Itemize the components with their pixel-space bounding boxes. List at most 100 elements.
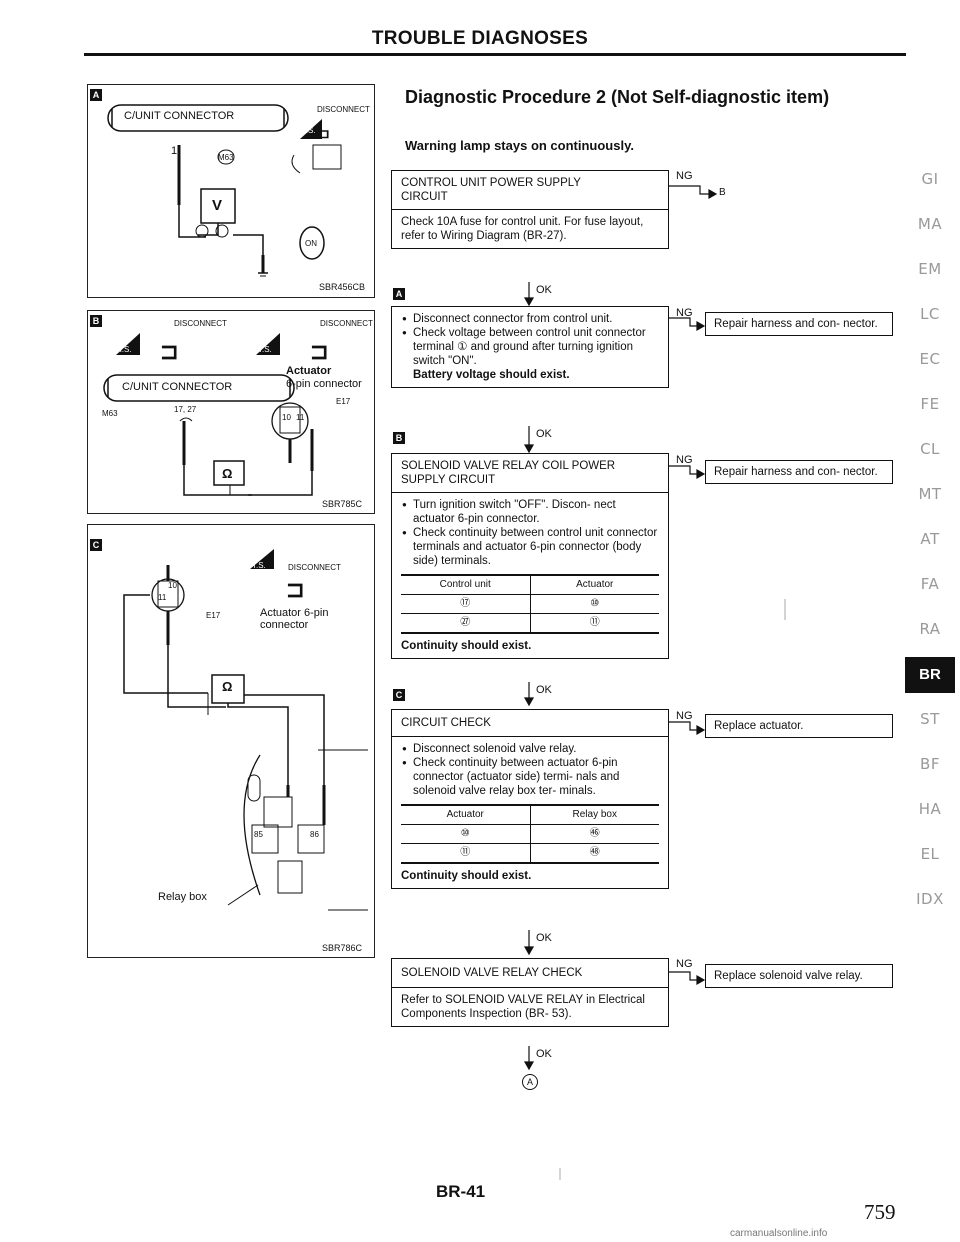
figure-a-code: SBR456CB <box>319 282 366 292</box>
figure-b-letter: B <box>90 315 102 327</box>
connector-icon: ⊐ <box>160 339 179 364</box>
figure-c-tool: T.S. <box>252 561 266 570</box>
page-number: 759 <box>864 1200 896 1224</box>
figure-a-terminal: 1 <box>171 145 178 157</box>
figure-b-pin-1: 10 <box>282 413 291 422</box>
section-tab-gi[interactable]: GI <box>921 170 939 188</box>
section-tab-mt[interactable]: MT <box>918 485 942 503</box>
section-tab-br[interactable]: BR <box>905 657 955 693</box>
section-tab-fa[interactable]: FA <box>920 575 940 593</box>
step-voltage-check: Disconnect connector from control unit. … <box>391 306 669 388</box>
step-power-supply-body: Check 10A fuse for control unit. For fus… <box>392 209 668 248</box>
section-tab-cl[interactable]: CL <box>920 440 940 458</box>
table-cell: ⑰ <box>401 594 531 614</box>
table-header: Actuator <box>530 575 659 595</box>
ng-result-3: Repair harness and con- nector. <box>705 460 893 484</box>
figure-b-terminals: 17, 27 <box>174 405 197 414</box>
step-letter-b: B <box>393 432 405 444</box>
section-tab-idx[interactable]: IDX <box>916 890 944 908</box>
figure-b-tool-1: H.S. <box>116 345 132 354</box>
section-tab-ec[interactable]: EC <box>919 350 941 368</box>
figure-c-pin-1: 10 <box>168 581 177 590</box>
ng-label-5: NG <box>676 958 693 970</box>
section-tab-fe[interactable]: FE <box>920 395 940 413</box>
section-tab-em[interactable]: EM <box>918 260 942 278</box>
table-header: Actuator <box>401 805 531 825</box>
table-header: Control unit <box>401 575 531 595</box>
step2-bullet-2: Check voltage between control unit conne… <box>402 326 659 368</box>
step3-note: Continuity should exist. <box>401 640 532 652</box>
figure-c-actuator-label-2: connector <box>260 619 309 631</box>
step-circuit-check: CIRCUIT CHECK Disconnect solenoid valve … <box>391 709 669 889</box>
figure-c: C 10 11 DISCONNECT T.S. ⊐ E17 Actuator 6… <box>87 524 375 958</box>
procedure-title: Diagnostic Procedure 2 (Not Self-diagnos… <box>405 87 830 107</box>
figure-a-letter: A <box>90 89 102 101</box>
figure-c-relay-box: Relay box <box>158 891 207 903</box>
figure-a-ignition: ON <box>305 239 317 248</box>
section-tab-ma[interactable]: MA <box>917 215 943 233</box>
section-tab-el[interactable]: EL <box>920 845 940 863</box>
figure-a-connector-id: M63 <box>218 153 234 162</box>
figure-c-relay-85: 85 <box>254 830 263 839</box>
table-cell: ⑪ <box>401 843 531 863</box>
ng-label-3: NG <box>676 454 693 466</box>
figure-b-pin-2: 11 <box>296 413 305 422</box>
section-tab-st[interactable]: ST <box>920 710 940 728</box>
step2-note: Battery voltage should exist. <box>413 369 570 381</box>
figure-c-disconnect: DISCONNECT <box>288 563 341 572</box>
section-tab-lc[interactable]: LC <box>920 305 940 323</box>
figure-c-actuator-label: Actuator 6-pin <box>260 607 329 619</box>
step2-bullet-1: Disconnect connector from control unit. <box>402 312 659 326</box>
figure-b-actuator: Actuator <box>286 365 332 377</box>
table-cell: ㊽ <box>589 847 600 858</box>
step4-header: CIRCUIT CHECK <box>401 717 491 729</box>
ok-label-2: OK <box>536 428 552 440</box>
figure-b-meter: Ω <box>222 466 233 481</box>
figure-b-connector-id: M63 <box>102 409 118 418</box>
table-cell: ⑪ <box>589 617 600 628</box>
step-coil-power: SOLENOID VALVE RELAY COIL POWER SUPPLY C… <box>391 453 669 659</box>
section-tab-bf[interactable]: BF <box>920 755 940 773</box>
ok-label-5: OK <box>536 1048 552 1060</box>
figure-b-connector-label: C/UNIT CONNECTOR <box>122 381 233 393</box>
connector-icon: ⊐ <box>286 577 305 602</box>
figure-a: A C/UNIT CONNECTOR DISCONNECT H.S. ⊐ 1 M… <box>87 84 375 298</box>
ng-label-4: NG <box>676 710 693 722</box>
step-power-supply: CONTROL UNIT POWER SUPPLY CIRCUIT Check … <box>391 170 669 249</box>
figure-b-code: SBR785C <box>322 499 363 509</box>
end-target: A <box>522 1074 538 1090</box>
ng-result-5: Replace solenoid valve relay. <box>705 964 893 988</box>
step5-body: Refer to SOLENOID VALVE RELAY in Electri… <box>392 987 668 1026</box>
page-header: TROUBLE DIAGNOSES <box>371 28 589 49</box>
table-cell: ㊻ <box>530 824 659 844</box>
figure-b-drawing <box>103 333 314 496</box>
ok-label-1: OK <box>536 284 552 296</box>
step-letter-a: A <box>393 288 405 300</box>
figure-b-disconnect-2: DISCONNECT <box>320 319 373 328</box>
watermark: carmanualsonline.info <box>730 1228 828 1239</box>
section-tab-ra[interactable]: RA <box>919 620 941 638</box>
step-power-supply-header: CONTROL UNIT POWER SUPPLY CIRCUIT <box>401 177 581 203</box>
figure-c-code: SBR786C <box>322 943 363 953</box>
figure-c-letter: C <box>90 539 102 551</box>
step4-note: Continuity should exist. <box>401 870 532 882</box>
section-tab-ha[interactable]: HA <box>918 800 942 818</box>
table-cell: ㉗ <box>401 613 531 633</box>
section-tab-at[interactable]: AT <box>920 530 940 548</box>
header-rule <box>84 53 906 56</box>
ng-label-2: NG <box>676 307 693 319</box>
ng-target-1: B <box>719 187 726 198</box>
ng-label-1: NG <box>676 170 693 182</box>
figure-b: B DISCONNECT H.S. DISCONNECT T.S. ⊐ ⊐ Ac… <box>87 310 375 514</box>
figure-a-tool: H.S. <box>300 126 316 135</box>
ok-label-4: OK <box>536 932 552 944</box>
ok-label-3: OK <box>536 684 552 696</box>
step4-bullet-1: Disconnect solenoid valve relay. <box>402 742 659 756</box>
figure-c-actuator-id: E17 <box>206 611 221 620</box>
